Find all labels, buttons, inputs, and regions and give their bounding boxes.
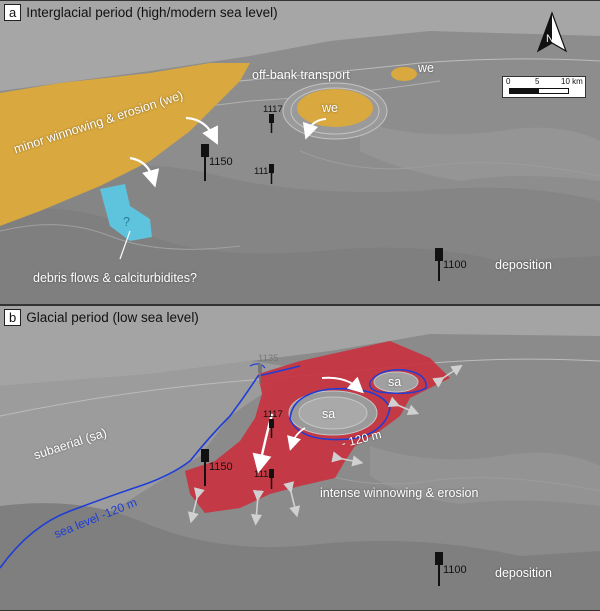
panel-a-letter: a (4, 4, 22, 21)
erosion-arrow-upper (321, 376, 364, 394)
erosion-arrow-main (252, 413, 274, 474)
site-1117-label-a: 1117 (263, 104, 283, 115)
site-1150-marker-b (201, 449, 209, 486)
site-1117-label-b: 1117 (263, 409, 283, 420)
site-1114-label-b: 1114 (254, 469, 274, 480)
upper-contour (369, 369, 427, 395)
panel-a-title-text: Interglacial period (high/modern sea lev… (26, 5, 278, 20)
winnowing-area (0, 63, 250, 226)
intense-winnowing-label: intense winnowing & erosion (320, 486, 479, 500)
debris-leader (119, 230, 131, 260)
panel-b-terrain (0, 306, 600, 610)
panel-a-terrain (0, 1, 600, 304)
site-1100-marker-b (435, 552, 443, 586)
site-1150-marker (201, 144, 209, 181)
scale-bar: 0 5 10 km (502, 76, 586, 98)
debris-flow-area (100, 184, 152, 241)
panel-a-title: a Interglacial period (high/modern sea l… (4, 4, 278, 21)
site-1114-marker (269, 164, 274, 184)
transport-double-arrows (187, 364, 463, 526)
deposition-label-a: deposition (495, 258, 552, 272)
site-1150-label-a: 1150 (209, 156, 233, 168)
transport-arrow (185, 116, 218, 145)
scale-tick-10: 10 km (561, 77, 583, 86)
site-1135-marker (258, 364, 262, 384)
sa-upper-label: sa (388, 375, 402, 389)
north-letter: N (546, 33, 554, 45)
we-small-label: we (418, 61, 434, 75)
erosion-arrow-mound (287, 427, 306, 451)
mound-arrow (302, 118, 327, 140)
debris-flows-label: debris flows & calciturbidites? (33, 271, 197, 285)
scale-tick-0: 0 (506, 77, 511, 86)
winnowing-small (391, 67, 417, 81)
winnow-arrow (129, 156, 160, 188)
site-1100-label-a: 1100 (443, 259, 467, 271)
site-1100-marker (435, 248, 443, 281)
we-mound-label: we (322, 101, 338, 115)
panel-a: a Interglacial period (high/modern sea l… (0, 0, 600, 305)
site-1100-label-b: 1100 (443, 564, 467, 576)
panel-b-title-text: Glacial period (low sea level) (26, 310, 199, 325)
deposition-label-b: deposition (495, 566, 552, 580)
panel-b-letter: b (4, 309, 22, 326)
site-1117-marker-b (269, 419, 274, 438)
sa-mound-label: sa (322, 407, 336, 421)
site-1114-marker-b (269, 469, 274, 489)
site-1150-label-b: 1150 (209, 461, 233, 473)
north-arrow (532, 11, 572, 57)
site-1114-label-a: 1114 (254, 166, 274, 177)
panel-b: b Glacial period (low sea level) subaeri… (0, 305, 600, 611)
scale-tick-5: 5 (535, 77, 540, 86)
panel-b-title: b Glacial period (low sea level) (4, 309, 199, 326)
site-1135-label: 1135 (258, 353, 279, 364)
site-1117-marker (269, 114, 274, 133)
debris-question-label: ? (123, 215, 130, 229)
winnowing-mound (297, 89, 373, 127)
sea-level-contour (0, 365, 301, 569)
off-bank-transport-label: off-bank transport (252, 68, 350, 82)
